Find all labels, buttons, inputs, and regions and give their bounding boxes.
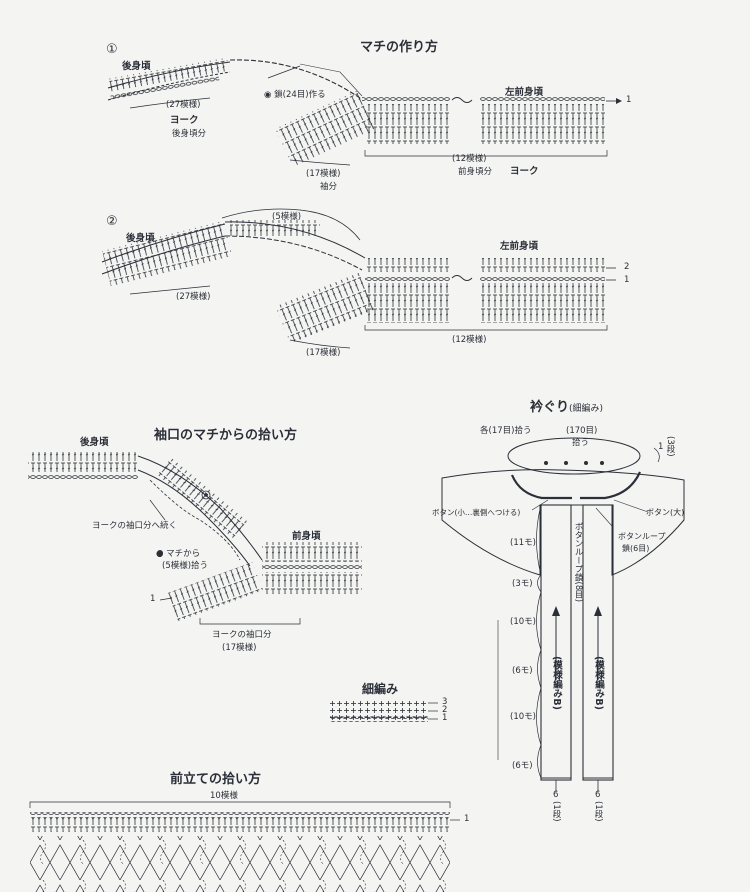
collar-rows-num: 1 <box>658 442 664 452</box>
sleeve-pickup-note: (5模様)拾う <box>162 561 209 571</box>
collar-button-large: ボタン(大) <box>646 508 685 517</box>
collar-button-small: ボタン(小…裏側へつける) <box>432 508 521 517</box>
collar-m10a: (10モ) <box>510 617 536 627</box>
sleeve-row1: 1 <box>150 594 156 604</box>
step1-sleeve-repeats: (17模様) <box>306 169 341 179</box>
step1-num: ① <box>106 42 118 57</box>
step2-front-repeats: (12模様) <box>452 335 487 345</box>
collar-pattern-right: (模様編みB) <box>593 656 604 710</box>
step1-front-part: 前身頃分 <box>458 167 493 177</box>
collar-pick: 拾う <box>572 438 590 448</box>
front-band-row1: 1 <box>464 814 470 824</box>
step2-num: ② <box>106 214 118 229</box>
collar-m6a: (6モ) <box>512 666 533 676</box>
collar-m6b: (6モ) <box>512 761 533 771</box>
step2-row2: 2 <box>624 262 630 272</box>
step1-yoke2: ヨーク <box>510 166 539 177</box>
sc-r3: 3 <box>442 697 448 707</box>
step2-diagram <box>101 208 616 349</box>
sleeve-repeats: (17模様) <box>222 643 257 653</box>
step1-row1: 1 <box>626 95 632 105</box>
step2-back-body: 後身頃 <box>126 233 155 244</box>
step1-front-repeats: (12模様) <box>452 154 487 164</box>
sc-r1: 1 <box>442 713 448 723</box>
collar-rows: (3段) <box>665 436 675 457</box>
collar-loop-label: ボタンループ <box>618 532 666 541</box>
arrow-icon <box>616 98 622 104</box>
step1-chain-note: ◉ 鎖(24目)作る <box>264 88 326 100</box>
collar-m3: (3モ) <box>512 579 533 589</box>
sleeve-yoke-part: ヨークの袖口分 <box>212 630 272 640</box>
step1-back-body: 後身頃 <box>122 61 151 72</box>
front-band-repeats: 10模様 <box>210 791 238 801</box>
step2-sleeve-repeats: (17模様) <box>306 348 341 358</box>
collar-title-text: 衿ぐり <box>530 400 570 415</box>
front-band-title: 前立ての拾い方 <box>170 772 262 787</box>
collar-title: 衿ぐり(細編み) <box>530 396 603 415</box>
step1-left-front: 左前身頃 <box>505 87 544 98</box>
bullet-dot-icon <box>157 550 163 556</box>
sleeve-from-gusset: ● マチから <box>156 547 200 559</box>
collar-m10b: (10モ) <box>510 712 536 722</box>
sc-sample <box>330 700 438 722</box>
collar-one-row-left: (1段) <box>551 801 561 822</box>
step2-left-front: 左前身頃 <box>500 241 539 252</box>
collar-loop-count: 鎖(6目) <box>622 544 650 553</box>
sleeve-continue-note: ヨークの袖口分へ続く <box>92 521 178 531</box>
collar-title-sub: (細編み) <box>569 404 604 414</box>
sleeve-back-body: 後身頃 <box>80 437 109 448</box>
step1-yoke: ヨーク <box>170 115 199 126</box>
step1-back-part: 後身頃分 <box>172 129 207 139</box>
collar-rows-6-left: 6 <box>553 790 559 800</box>
step1-diagram <box>107 57 622 167</box>
sleeve-pickup-diagram <box>28 452 362 625</box>
collar-diagram <box>441 437 685 792</box>
bullet-dot-icon: ◉ <box>264 90 272 100</box>
sc-title: 細編み <box>362 682 399 696</box>
collar-total: (170目) <box>566 426 598 436</box>
collar-left-loop: ボタンループ鎖(8目) <box>573 522 583 603</box>
bullet-dot-icon <box>204 493 208 497</box>
gusset-title: マチの作り方 <box>360 40 439 55</box>
collar-one-row-right: (1段) <box>593 801 603 822</box>
sc-r2: 2 <box>442 705 448 715</box>
collar-each-pick: 各(17目)拾う <box>480 426 532 436</box>
step1-sleeve-part: 袖分 <box>320 182 338 192</box>
sleeve-from-gusset-text: マチから <box>166 549 201 559</box>
step2-back-repeats: (27模様) <box>176 292 211 302</box>
step2-row1: 1 <box>624 275 630 285</box>
front-band-pickup <box>29 801 460 892</box>
collar-rows-6-right: 6 <box>595 790 601 800</box>
step1-back-repeats: (27模様) <box>166 100 201 110</box>
arrow-icon <box>552 606 560 616</box>
sleeve-front-body: 前身頃 <box>292 531 321 542</box>
sleeve-pickup-title: 袖口のマチからの拾い方 <box>154 428 298 443</box>
bullet-dot-icon: ● <box>156 549 164 559</box>
step1-chain-note-text: 鎖(24目)作る <box>274 90 326 100</box>
collar-m11: (11モ) <box>510 538 536 548</box>
step2-top-repeats: (5模様) <box>272 212 302 222</box>
arrow-icon <box>594 606 602 616</box>
collar-pattern-left: (模様編みB) <box>551 656 562 710</box>
